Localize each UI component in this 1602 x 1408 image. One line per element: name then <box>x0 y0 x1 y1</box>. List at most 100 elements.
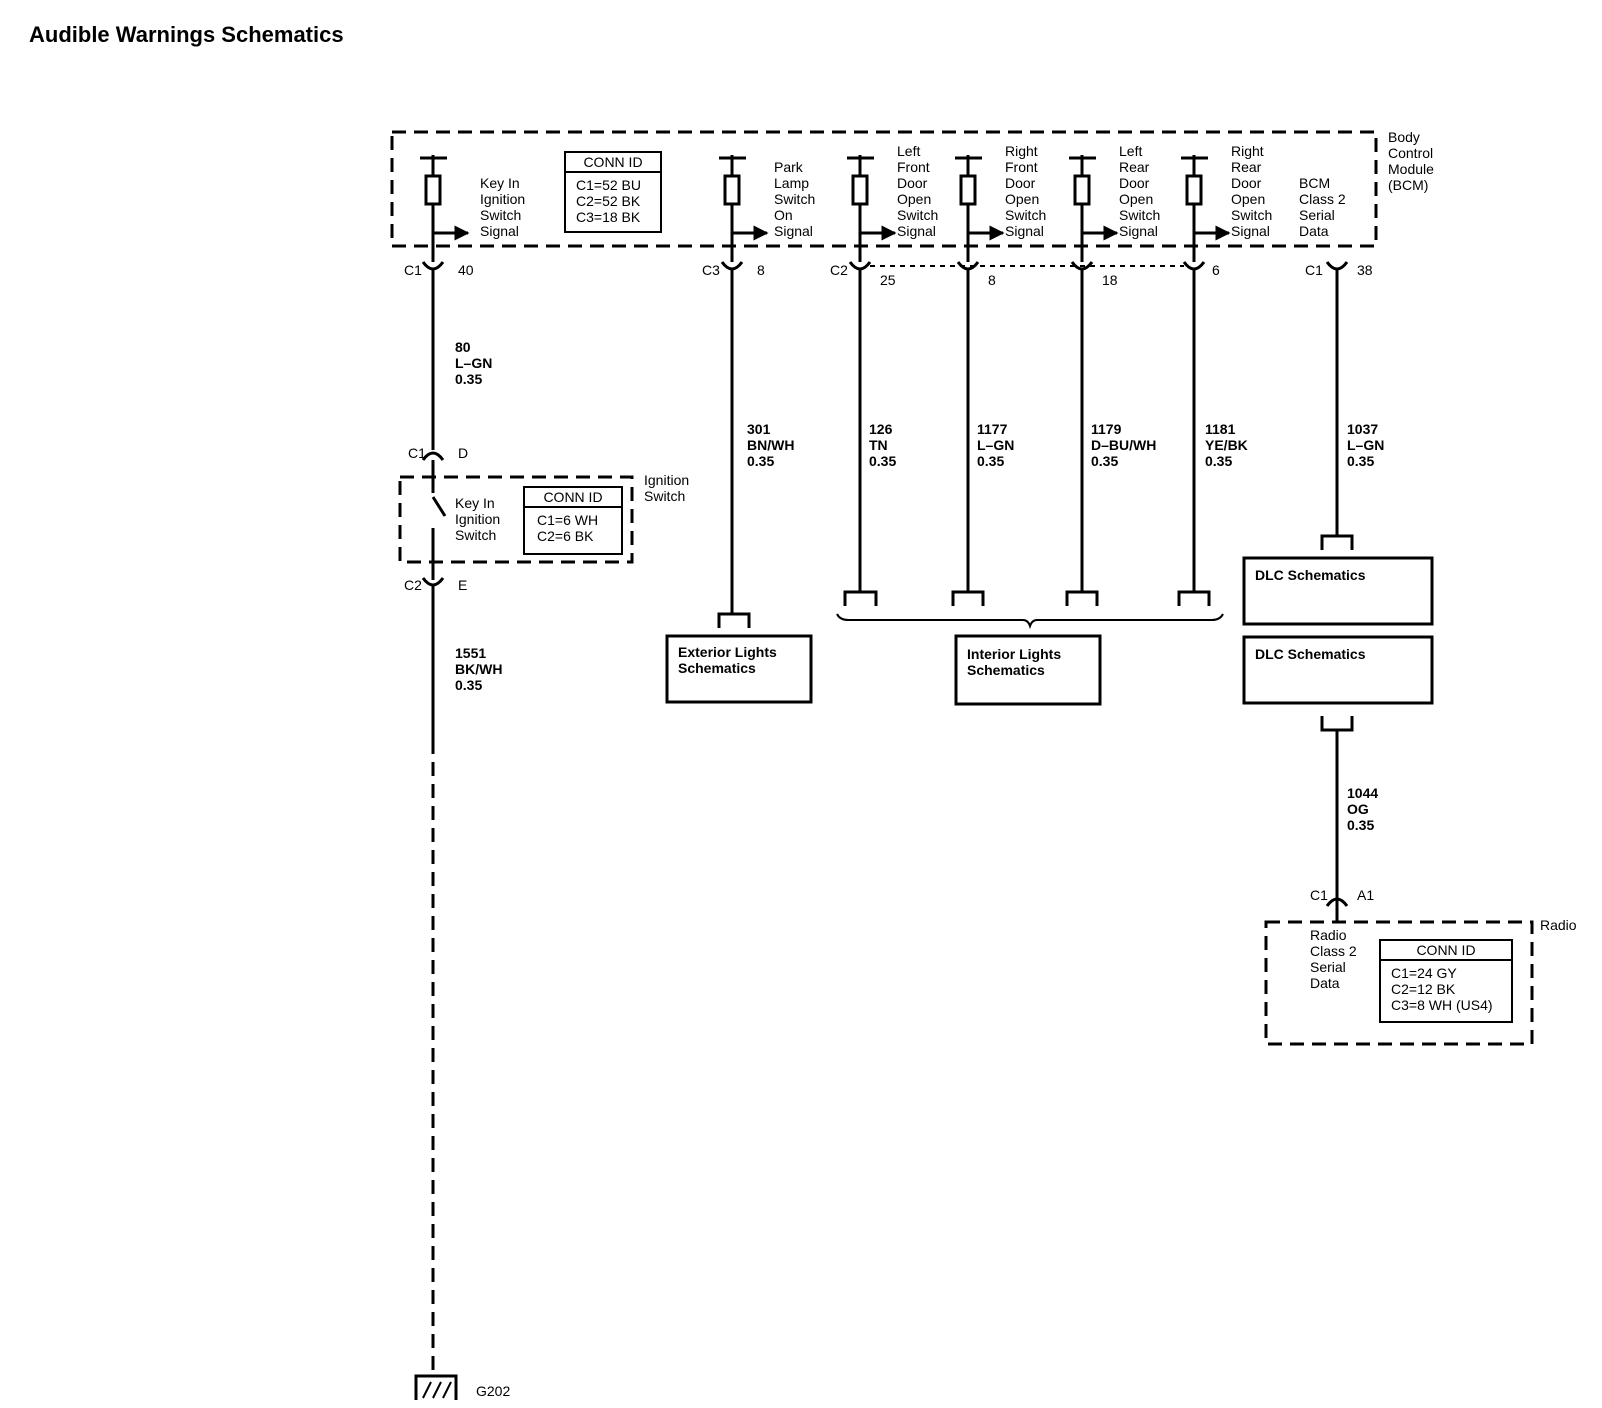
bcm-name-3: Module <box>1388 161 1434 177</box>
lf-door-l5: Switch <box>897 207 938 223</box>
bcm-conn-id-line-1: C1=52 BU <box>576 177 641 193</box>
rr-door-l1: Right <box>1231 143 1264 159</box>
bcm-outline <box>390 130 1378 248</box>
radio-signal-l4: Data <box>1310 975 1340 991</box>
radio-conn-id-box: CONN ID C1=24 GY C2=12 BK C3=8 WH (US4) <box>1379 939 1513 1023</box>
bcm-conn-id-header: CONN ID <box>583 154 642 170</box>
dlc-ref-box-top[interactable] <box>1242 556 1434 626</box>
radio-outline <box>1264 920 1534 1046</box>
wire-1551-color: BK/WH <box>455 661 502 677</box>
pin-c2-8-num: 8 <box>988 272 996 288</box>
pin-c2-6-num: 6 <box>1212 262 1220 278</box>
wire-1037-number: 1037 <box>1347 421 1378 437</box>
dlc-ref-box-bottom[interactable] <box>1242 635 1434 705</box>
ignition-conn-id-l1: C1=6 WH <box>537 512 598 528</box>
pin-c2-conn: C2 <box>830 262 848 278</box>
pin-c1-40-conn: C1 <box>404 262 422 278</box>
wire-1037-color: L–GN <box>1347 437 1384 453</box>
pin-c2-e-symbol <box>421 577 445 587</box>
pin-c1-d-symbol <box>421 451 445 461</box>
rr-door-l3: Door <box>1231 175 1262 191</box>
dlc-bottom-bracket <box>1320 716 1354 732</box>
pin-c1-40-symbol <box>421 261 445 271</box>
wire-1181-gauge: 0.35 <box>1205 453 1232 469</box>
rf-door-l6: Signal <box>1005 223 1044 239</box>
wire-301-number: 301 <box>747 421 771 437</box>
pin-c3-8-symbol <box>720 261 744 271</box>
radio-conn-id-l3: C3=8 WH (US4) <box>1391 997 1493 1013</box>
page-title: Audible Warnings Schematics <box>29 22 344 47</box>
park-lamp-pullup <box>719 155 769 262</box>
wire-126-number: 126 <box>869 421 893 437</box>
wire-1177-gauge: 0.35 <box>977 453 1004 469</box>
park-lamp-l3: Switch <box>774 191 815 207</box>
interior-lights-ref-box[interactable] <box>954 634 1102 706</box>
radio-module: Radio Radio Class 2 Serial Data CONN ID … <box>1264 917 1577 1046</box>
wire-1181-number: 1181 <box>1205 421 1236 437</box>
radio-conn-id-l1: C1=24 GY <box>1391 965 1457 981</box>
pin-c1-38-num: 38 <box>1357 262 1373 278</box>
key-in-pullup <box>420 155 470 262</box>
class2-data-circuit: 1037 L–GN 0.35 DLC Schematics DLC Schema… <box>1242 270 1434 922</box>
interior-lights-ref-l2: Schematics <box>967 662 1045 678</box>
rf-door-l4: Open <box>1005 191 1039 207</box>
wire-126-gauge: 0.35 <box>869 453 896 469</box>
key-in-signal-l3: Switch <box>480 207 521 223</box>
ignition-conn-id-box: CONN ID C1=6 WH C2=6 BK <box>523 486 623 555</box>
ignition-switch-name-1: Ignition <box>644 472 689 488</box>
pin-c3-8-num: 8 <box>757 262 765 278</box>
park-lamp-l4: On <box>774 207 793 223</box>
lr-door-l3: Door <box>1119 175 1150 191</box>
rr-door-l5: Switch <box>1231 207 1272 223</box>
dlc-top-bracket <box>1320 534 1354 550</box>
bcm-conn-id-box: CONN ID C1=52 BU C2=52 BK C3=18 BK <box>564 151 662 233</box>
key-in-signal-label: Key In Ignition Switch Signal <box>480 175 525 239</box>
key-in-circuit: 80 L–GN 0.35 C1 D Ignition Switch Key In… <box>398 270 689 1400</box>
pin-c2-8-symbol <box>956 261 980 271</box>
dlc-ref-top-label: DLC Schematics <box>1255 567 1366 583</box>
rf-door-l2: Front <box>1005 159 1038 175</box>
bcm-name-2: Control <box>1388 145 1433 161</box>
lr-door-pullup <box>1069 155 1119 262</box>
pin-c1-a1-num: A1 <box>1357 887 1374 903</box>
ignition-switch-name-2: Switch <box>644 488 685 504</box>
lr-door-l4: Open <box>1119 191 1153 207</box>
exterior-lights-ref-box[interactable] <box>665 634 813 704</box>
radio-conn-id-header: CONN ID <box>1416 942 1475 958</box>
pin-c2-25-num: 25 <box>880 272 896 288</box>
bcm-class2-l2: Class 2 <box>1299 191 1346 207</box>
lr-door-signal-label: Left Rear Door Open Switch Signal <box>1119 143 1160 239</box>
rf-door-l1: Right <box>1005 143 1038 159</box>
lr-door-bracket <box>1065 590 1099 606</box>
wire-1044-color: OG <box>1347 801 1369 817</box>
wire-301-color: BN/WH <box>747 437 794 453</box>
ground-symbol <box>414 1374 458 1400</box>
wire-1177-color: L–GN <box>977 437 1014 453</box>
rf-door-pullup <box>955 155 1005 262</box>
ignition-contact-l2: Ignition <box>455 511 500 527</box>
lf-door-signal-label: Left Front Door Open Switch Signal <box>897 143 938 239</box>
wire-1179-color: D–BU/WH <box>1091 437 1156 453</box>
lr-door-l2: Rear <box>1119 159 1150 175</box>
bcm-class2-l1: BCM <box>1299 175 1330 191</box>
lf-door-l2: Front <box>897 159 930 175</box>
pin-c1-a1-symbol <box>1325 897 1349 907</box>
bcm-module: Body Control Module (BCM) CONN ID C1=52 … <box>390 129 1434 262</box>
park-lamp-l2: Lamp <box>774 175 809 191</box>
pin-c1-d-conn: C1 <box>408 445 426 461</box>
ignition-switch-outline <box>398 475 634 564</box>
bcm-conn-id-line-2: C2=52 BK <box>576 193 641 209</box>
pin-c2-e-num: E <box>458 577 467 593</box>
park-lamp-l5: Signal <box>774 223 813 239</box>
key-in-signal-l1: Key In <box>480 175 520 191</box>
bcm-connector-pins: C1 40 C3 8 C2 25 8 18 6 C1 38 <box>404 261 1373 288</box>
rf-door-signal-label: Right Front Door Open Switch Signal <box>1005 143 1046 239</box>
wire-1181-color: YE/BK <box>1205 437 1248 453</box>
key-in-signal-l4: Signal <box>480 223 519 239</box>
rr-door-l4: Open <box>1231 191 1265 207</box>
radio-signal-l1: Radio <box>1310 927 1347 943</box>
rr-door-bracket <box>1177 590 1211 606</box>
ignition-switch-contact <box>431 496 447 517</box>
lr-door-l1: Left <box>1119 143 1142 159</box>
